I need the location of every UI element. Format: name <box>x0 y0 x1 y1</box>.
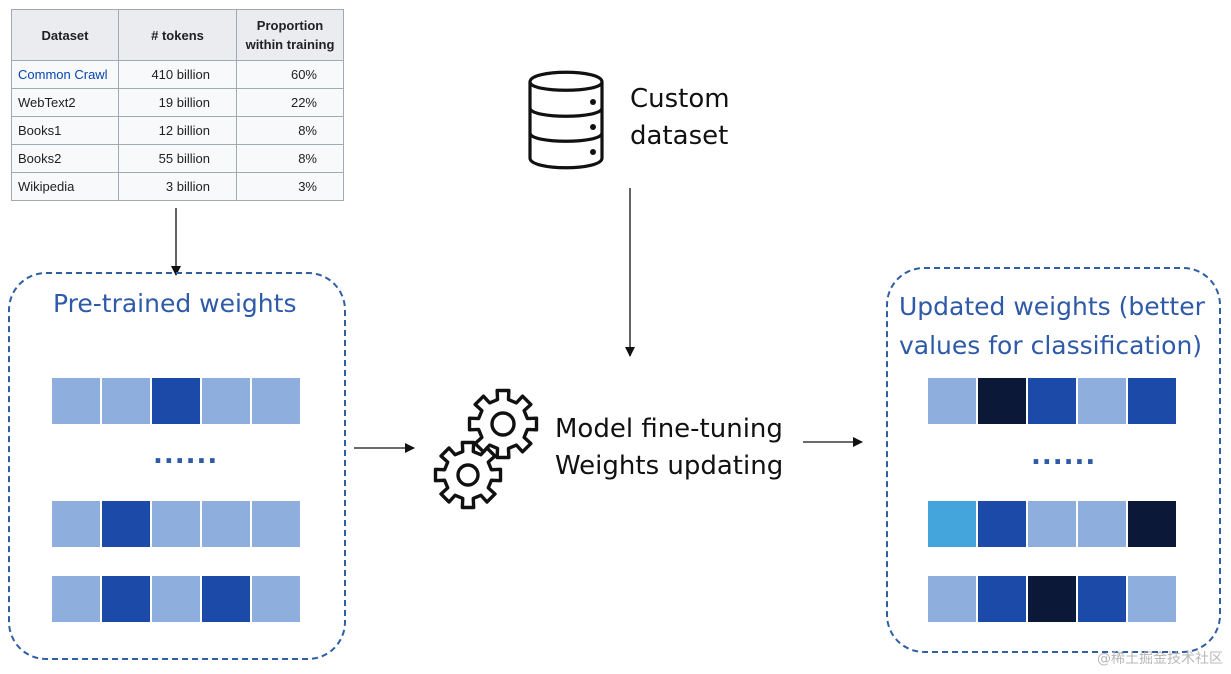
tokens-cell: 55 billion <box>118 144 237 173</box>
table-row: Common Crawl 410 billion 60% <box>11 60 344 89</box>
pretrained-weights-title: Pre-trained weights <box>53 289 297 318</box>
weight-cell-light <box>152 501 200 547</box>
table-row: Wikipedia 3 billion 3% <box>11 172 344 201</box>
finetune-line2: Weights updating <box>555 451 784 481</box>
weight-row <box>928 576 1176 622</box>
weight-row <box>52 576 300 622</box>
weight-cell-dark <box>978 576 1026 622</box>
gears-icon <box>433 388 539 510</box>
weight-cell-light <box>52 378 100 424</box>
tokens-cell: 3 billion <box>118 172 237 201</box>
weight-cell-dark <box>202 576 250 622</box>
finetune-line1: Model fine-tuning <box>555 414 783 444</box>
weight-cell-dark <box>1078 576 1126 622</box>
weight-cell-light <box>1028 501 1076 547</box>
tokens-cell: 410 billion <box>118 60 237 89</box>
gear-icon <box>467 388 539 460</box>
custom-dataset-line1: Custom <box>630 84 730 114</box>
weight-cell-light <box>252 378 300 424</box>
gear-hole <box>490 411 516 437</box>
weight-cell-light <box>202 501 250 547</box>
weight-cell-light <box>202 378 250 424</box>
proportion-cell: 60% <box>236 60 344 89</box>
weight-cell-dark <box>102 576 150 622</box>
updated-weights-title-line2: values for classification) <box>899 331 1203 360</box>
link-common-crawl[interactable]: Common Crawl <box>18 67 108 82</box>
weight-cell-sky <box>928 501 976 547</box>
weight-cell-light <box>102 378 150 424</box>
proportion-cell: 3% <box>236 172 344 201</box>
proportion-cell: 8% <box>236 144 344 173</box>
weight-row <box>928 501 1176 547</box>
database-icon <box>528 70 604 170</box>
weight-cell-dark <box>102 501 150 547</box>
weight-cell-light <box>1128 576 1176 622</box>
custom-dataset-line2: dataset <box>630 121 729 151</box>
gear-hole <box>456 463 480 487</box>
updated-weights-title-line1: Updated weights (better <box>899 292 1205 321</box>
weight-cell-light <box>928 378 976 424</box>
weight-cell-dark <box>152 378 200 424</box>
weight-row <box>52 378 300 424</box>
weight-cell-dark <box>1128 378 1176 424</box>
tokens-cell: 19 billion <box>118 88 237 117</box>
weight-cell-light <box>928 576 976 622</box>
proportion-cell: 22% <box>236 88 344 117</box>
weight-row <box>52 501 300 547</box>
updated-weights-box <box>886 267 1221 653</box>
weight-cell-navy <box>1128 501 1176 547</box>
weight-cell-light <box>52 576 100 622</box>
header-proportion: Proportion within training <box>236 9 344 61</box>
pretrained-weights-box <box>8 272 346 660</box>
ellipsis: ...... <box>1031 441 1097 471</box>
gear-icon <box>433 440 503 510</box>
weight-cell-navy <box>1028 576 1076 622</box>
proportion-cell: 8% <box>236 116 344 145</box>
dataset-name: Wikipedia <box>11 172 119 201</box>
weight-cell-light <box>52 501 100 547</box>
weight-cell-navy <box>978 378 1026 424</box>
weight-cell-light <box>1078 378 1126 424</box>
table-row: Books2 55 billion 8% <box>11 144 344 173</box>
dataset-table: Dataset # tokens Proportion within train… <box>11 9 344 201</box>
weight-cell-light <box>152 576 200 622</box>
ellipsis: ...... <box>153 440 219 470</box>
weight-cell-light <box>252 576 300 622</box>
weight-cell-light <box>1078 501 1126 547</box>
dataset-name: Books1 <box>11 116 119 145</box>
weight-row <box>928 378 1176 424</box>
header-tokens: # tokens <box>118 9 237 61</box>
header-dataset: Dataset <box>11 9 119 61</box>
weight-cell-dark <box>978 501 1026 547</box>
weight-cell-dark <box>1028 378 1076 424</box>
weight-cell-light <box>252 501 300 547</box>
watermark: @稀土掘金技术社区 <box>1097 651 1223 667</box>
